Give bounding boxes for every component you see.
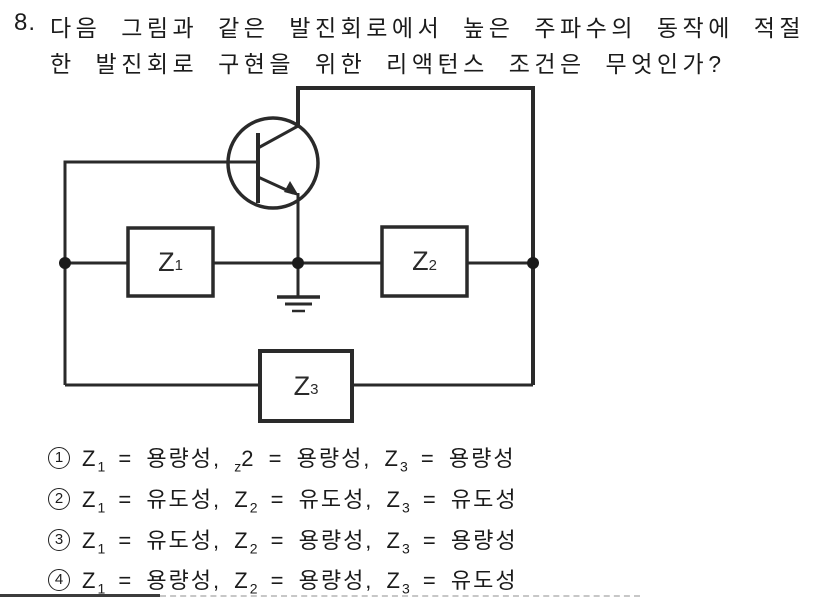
question-number: 8.: [14, 9, 37, 36]
option-3-circled-number: 3: [48, 528, 70, 551]
wire-collector-top-right: [296, 86, 535, 385]
option-2-text: Z1 = 유도성, Z2 = 유도성, Z3 = 유도성: [82, 487, 518, 516]
emitter-arrow-icon: [284, 181, 299, 196]
option-3-text: Z1 = 유도성, Z2 = 용량성, Z3 = 용량성: [82, 528, 518, 557]
junction-dots: [59, 257, 539, 269]
impedance-box-z3: [258, 349, 354, 423]
answer-option-4: 4 Z1 = 용량성, Z2 = 용량성, Z3 = 유도성: [48, 563, 518, 596]
ground-icon: [277, 263, 320, 313]
z3-base: Z: [293, 370, 311, 401]
answer-option-2: 2 Z1 = 유도성, Z2 = 유도성, Z3 = 유도성: [48, 482, 518, 515]
wire-base-left: [63, 160, 258, 385]
z1-base: Z: [158, 246, 175, 277]
option-1-circled-number: 1: [48, 446, 70, 469]
transistor-icon: [226, 116, 320, 210]
scan-artifact-line: [0, 594, 160, 597]
option-2-circled-number: 2: [48, 487, 70, 510]
z2-base: Z: [412, 246, 429, 276]
impedance-box-z2: [380, 225, 469, 298]
scan-artifact-dashes: [160, 595, 640, 597]
option-4-text: Z1 = 용량성, Z2 = 용량성, Z3 = 유도성: [82, 568, 518, 597]
impedance-box-z1: [126, 226, 215, 298]
option-1-text: Z1 = 용량성, z2 = 용량성, Z3 = 용량성: [82, 446, 516, 475]
answer-option-1: 1 Z1 = 용량성, z2 = 용량성, Z3 = 용량성: [48, 441, 516, 474]
question-text-line2: 한 발진회로 구현을 위한 리액턴스 조건은 무엇인가?: [50, 51, 726, 77]
answer-option-3: 3 Z1 = 유도성, Z2 = 용량성, Z3 = 용량성: [48, 523, 518, 556]
question-text-line1: 다음 그림과 같은 발진회로에서 높은 주파수의 동작에 적절: [50, 15, 806, 41]
option-4-circled-number: 4: [48, 568, 70, 591]
